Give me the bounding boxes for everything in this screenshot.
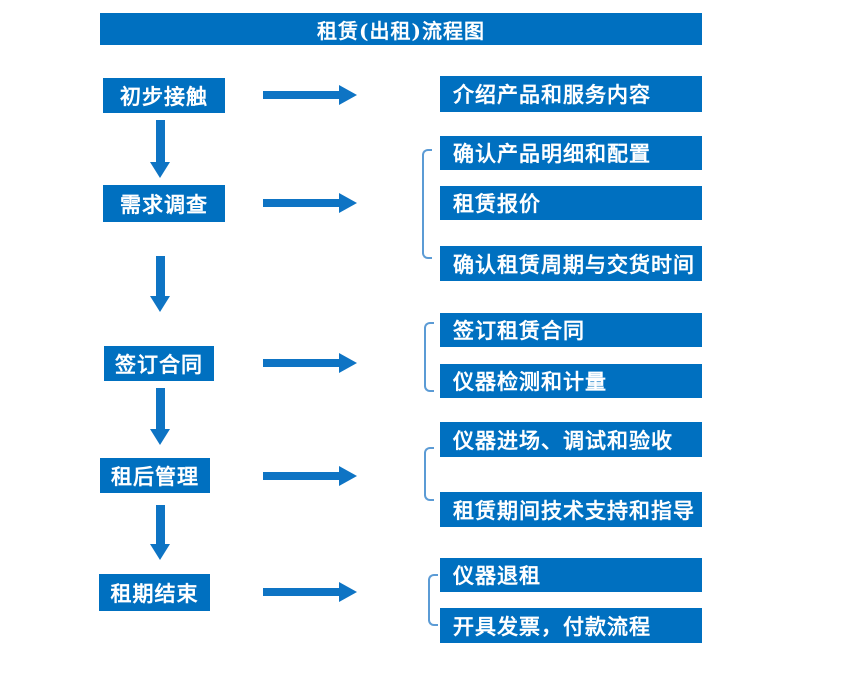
- bracket-post-rental-details: [424, 447, 434, 501]
- right-arrow-head-icon: [339, 193, 357, 213]
- down-arrow-tail: [155, 256, 165, 296]
- down-arrow-head-icon: [150, 429, 170, 445]
- right-arrow-tail: [263, 199, 339, 207]
- right-arrow-4: [263, 466, 357, 486]
- down-arrow-2: [150, 256, 170, 312]
- step-box-sign-contract: 签订合同: [104, 346, 214, 381]
- detail-box-instrument-return: 仪器退租: [440, 558, 702, 592]
- detail-box-sign-rental-contract: 签订租赁合同: [440, 313, 702, 347]
- right-arrow-tail: [263, 588, 339, 596]
- right-arrow-tail: [263, 472, 339, 480]
- right-arrow-5: [263, 582, 357, 602]
- down-arrow-tail: [155, 505, 165, 544]
- down-arrow-tail: [155, 120, 165, 162]
- bracket-rental-end-details: [428, 574, 438, 626]
- right-arrow-head-icon: [339, 582, 357, 602]
- down-arrow-4: [150, 505, 170, 560]
- step-box-rental-end: 租期结束: [99, 574, 210, 611]
- detail-box-invoice-payment: 开具发票，付款流程: [440, 608, 702, 643]
- right-arrow-head-icon: [339, 466, 357, 486]
- detail-box-confirm-rental-period: 确认租赁周期与交货时间: [440, 246, 702, 281]
- right-arrow-head-icon: [339, 353, 357, 373]
- detail-box-introduce-products: 介绍产品和服务内容: [440, 76, 702, 112]
- right-arrow-3: [263, 353, 357, 373]
- step-box-initial-contact: 初步接触: [103, 78, 225, 113]
- right-arrow-1: [263, 85, 357, 105]
- bracket-demand-survey-details: [422, 149, 432, 259]
- flowchart-title: 租赁(出租)流程图: [100, 13, 702, 45]
- right-arrow-tail: [263, 359, 339, 367]
- step-box-demand-survey: 需求调查: [103, 185, 225, 222]
- bracket-sign-contract-details: [424, 322, 434, 392]
- step-box-post-rental-management: 租后管理: [100, 458, 210, 493]
- down-arrow-head-icon: [150, 296, 170, 312]
- down-arrow-head-icon: [150, 162, 170, 178]
- detail-box-instrument-testing: 仪器检测和计量: [440, 364, 702, 398]
- down-arrow-head-icon: [150, 544, 170, 560]
- right-arrow-tail: [263, 91, 339, 99]
- down-arrow-1: [150, 120, 170, 178]
- down-arrow-3: [150, 388, 170, 445]
- detail-box-confirm-product-details: 确认产品明细和配置: [440, 136, 702, 170]
- right-arrow-head-icon: [339, 85, 357, 105]
- right-arrow-2: [263, 193, 357, 213]
- detail-box-rental-quote: 租赁报价: [440, 186, 702, 220]
- detail-box-tech-support: 租赁期间技术支持和指导: [440, 492, 702, 527]
- down-arrow-tail: [155, 388, 165, 429]
- detail-box-instrument-setup-acceptance: 仪器进场、调试和验收: [440, 422, 702, 457]
